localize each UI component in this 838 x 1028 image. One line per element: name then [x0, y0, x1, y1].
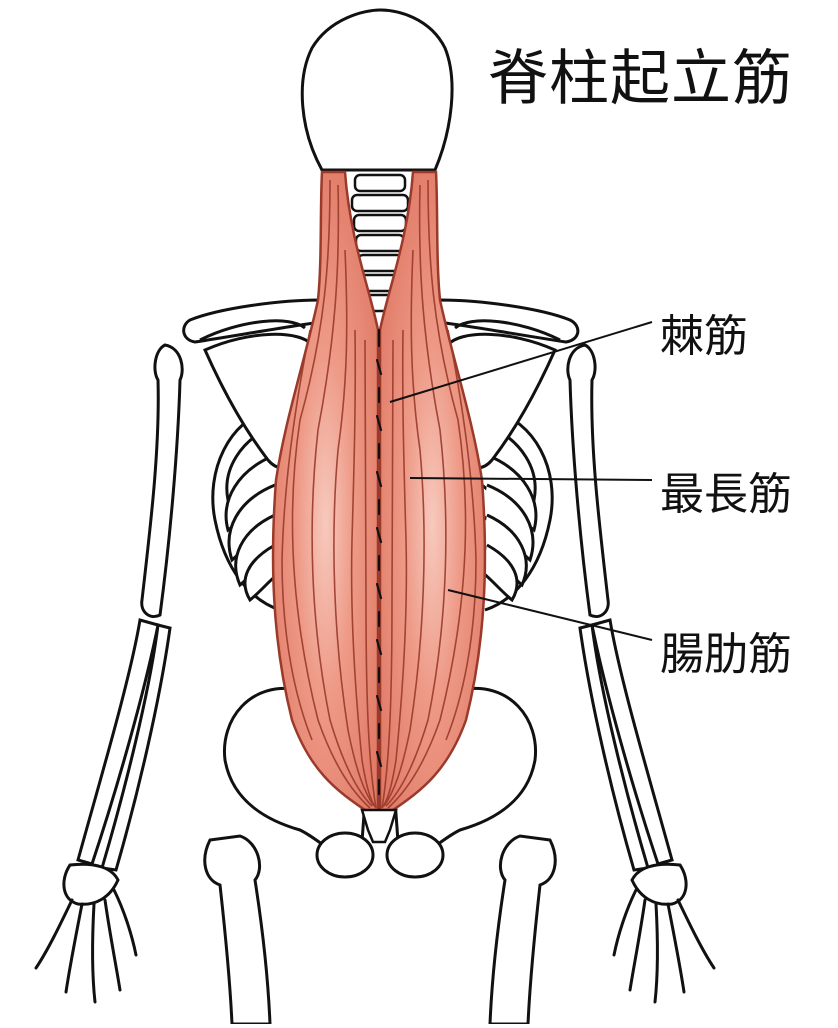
femurs [203, 834, 557, 1026]
label-longissimus: 最長筋 [660, 469, 792, 520]
left-scapula-spine [199, 319, 306, 342]
left-arm [62, 343, 184, 906]
sacrum [360, 808, 398, 844]
skull [300, 8, 454, 172]
erector-spinae-muscles [271, 170, 487, 814]
right-hand [612, 888, 716, 1004]
right-erector [378, 170, 487, 814]
diagram-title: 脊柱起立筋 [488, 44, 793, 114]
right-scapula-spine [454, 319, 561, 342]
left-erector [271, 170, 380, 814]
spinous-processes [375, 328, 383, 796]
rib-cage [211, 408, 554, 612]
muscle-fibers [281, 179, 477, 809]
right-arm [566, 343, 688, 906]
leader-iliocostalis [447, 589, 653, 641]
left-hand [34, 888, 138, 1004]
leader-longissimus [409, 477, 653, 481]
label-spinalis: 棘筋 [660, 311, 748, 362]
label-iliocostalis: 腸肋筋 [660, 629, 792, 680]
leader-spinalis [389, 321, 653, 403]
